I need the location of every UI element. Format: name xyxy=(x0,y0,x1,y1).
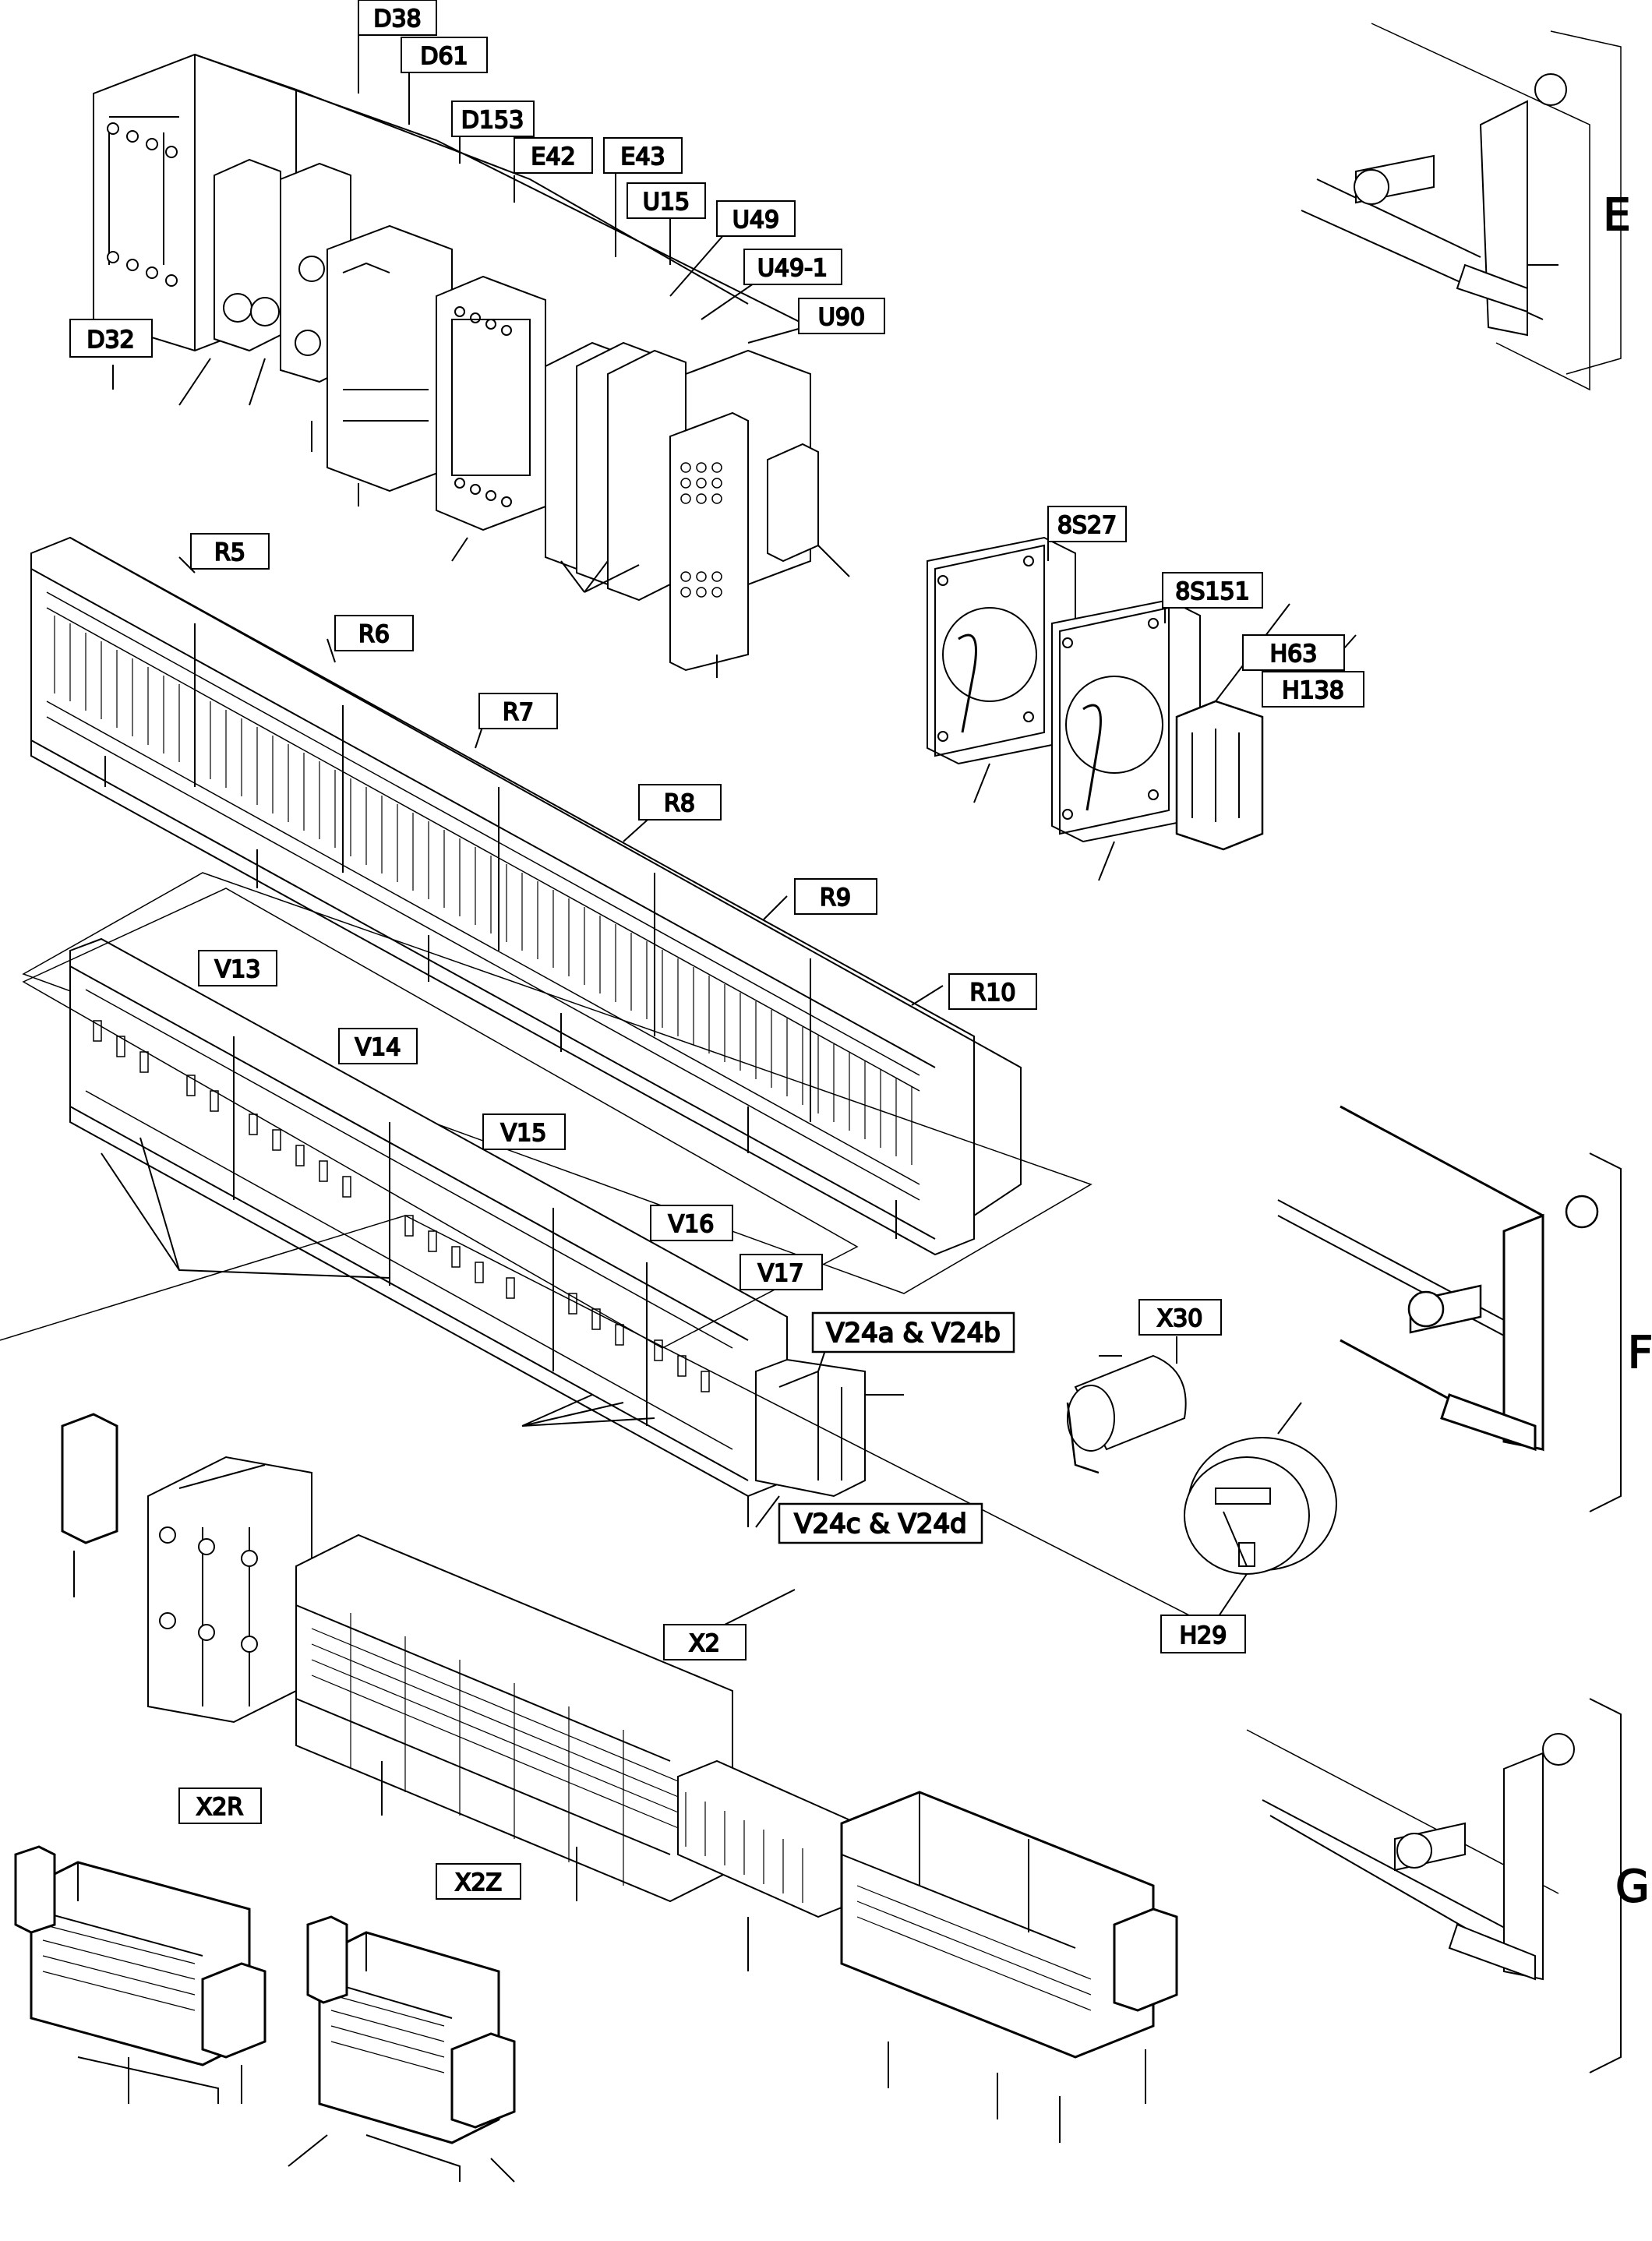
label-v14: V14 xyxy=(355,1034,401,1061)
rail-bracket-e xyxy=(1301,23,1622,391)
group-label-e: E xyxy=(1603,190,1630,241)
label-u49-1: U49-1 xyxy=(757,255,828,282)
relay-module-assembly xyxy=(93,21,850,678)
label-r7: R7 xyxy=(503,699,534,726)
v-diode-strip xyxy=(22,888,904,1528)
label-e42: E42 xyxy=(531,143,575,171)
socket-and-gauge xyxy=(1066,1336,1337,1622)
label-h29: H29 xyxy=(1180,1622,1227,1650)
rail-bracket-g xyxy=(1246,1698,1622,2073)
group-label-f: F xyxy=(1628,1328,1652,1378)
label-v17: V17 xyxy=(758,1260,804,1287)
label-r9: R9 xyxy=(820,884,851,912)
label-d61: D61 xyxy=(420,43,468,70)
reference-labels: D38 D61 D153 E42 E43 U15 U49 U49-1 U90 D… xyxy=(69,0,1652,1913)
label-d32: D32 xyxy=(86,326,134,354)
label-v15: V15 xyxy=(501,1120,547,1147)
label-d38: D38 xyxy=(373,5,421,33)
label-x2: X2 xyxy=(689,1630,720,1657)
label-r6: R6 xyxy=(358,621,390,648)
label-d153: D153 xyxy=(461,107,524,134)
label-r10: R10 xyxy=(969,979,1015,1007)
label-v24c-v24d: V24c & V24d xyxy=(794,1509,966,1540)
label-x2z: X2Z xyxy=(455,1869,502,1897)
label-e43: E43 xyxy=(620,143,665,171)
rotary-switches xyxy=(927,536,1357,881)
label-v16: V16 xyxy=(669,1211,715,1238)
label-8s27: 8S27 xyxy=(1057,512,1117,539)
label-h63: H63 xyxy=(1270,641,1318,668)
label-u90: U90 xyxy=(818,304,865,331)
label-v13: V13 xyxy=(215,956,261,983)
label-x2r: X2R xyxy=(196,1794,243,1821)
label-8s151: 8S151 xyxy=(1175,578,1249,605)
label-x30: X30 xyxy=(1157,1305,1203,1332)
x2-terminal-bank xyxy=(0,1215,1201,2143)
group-label-g: G xyxy=(1615,1862,1649,1912)
label-r5: R5 xyxy=(214,539,245,566)
label-r8: R8 xyxy=(664,790,695,817)
label-h138: H138 xyxy=(1282,677,1344,704)
label-u15: U15 xyxy=(643,189,690,216)
r-terminal-strip xyxy=(22,536,1093,1294)
label-u49: U49 xyxy=(732,206,779,234)
x2r-terminal-block xyxy=(14,1845,267,2104)
rail-bracket-f xyxy=(1277,1105,1622,1512)
x2z-terminal-block xyxy=(288,1915,516,2183)
label-v24a-v24b: V24a & V24b xyxy=(826,1318,1001,1349)
